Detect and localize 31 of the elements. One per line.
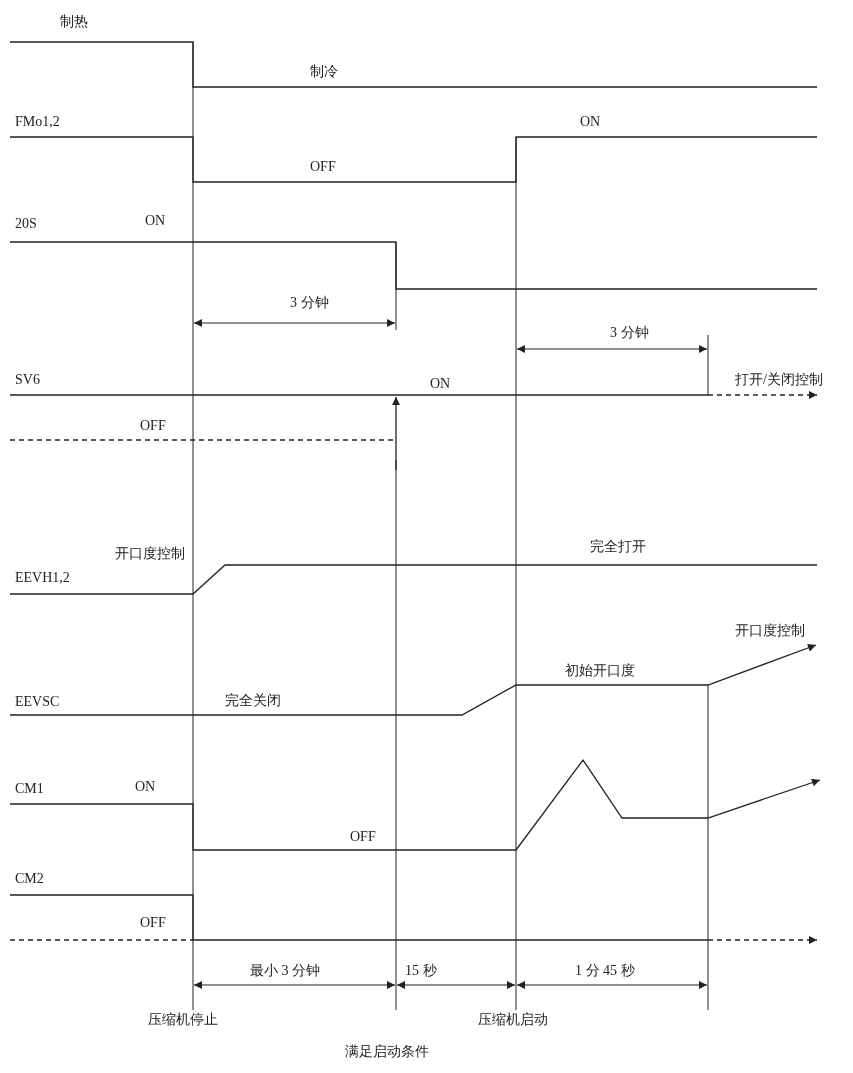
signal-name: EEVH1,2 <box>15 570 70 586</box>
state-label: 完全关闭 <box>225 693 281 709</box>
duration-label: 3 分钟 <box>610 325 649 341</box>
state-label: ON <box>145 213 166 229</box>
signal-name: FMo1,2 <box>15 114 60 130</box>
state-label: 初始开口度 <box>565 663 635 679</box>
control-mode-label: 打开/关闭控制 <box>735 372 823 388</box>
control-mode-label: 开口度控制 <box>735 623 805 639</box>
signal-name: EEVSC <box>15 694 60 710</box>
duration-label: 3 分钟 <box>290 295 329 311</box>
state-label: ON <box>580 114 601 130</box>
signal-name: SV6 <box>15 372 40 388</box>
event-label: 压缩机启动 <box>478 1012 548 1028</box>
signal-name: 20S <box>15 216 37 232</box>
state-label: 完全打开 <box>590 539 646 555</box>
duration-label: 15 秒 <box>405 963 437 979</box>
event-label: 压缩机停止 <box>148 1012 218 1028</box>
duration-label: 最小 3 分钟 <box>250 963 320 979</box>
event-label: 满足启动条件 <box>345 1044 429 1060</box>
signal-state-label: 制冷 <box>310 64 338 80</box>
state-label: OFF <box>140 418 166 434</box>
signal-name: CM2 <box>15 871 44 887</box>
signal-name: CM1 <box>15 781 44 797</box>
duration-label: 1 分 45 秒 <box>575 963 635 979</box>
control-mode-label: 开口度控制 <box>115 546 185 562</box>
state-label: ON <box>135 779 156 795</box>
signal-state-label: 制热 <box>60 14 88 30</box>
state-label: OFF <box>140 915 166 931</box>
state-label: OFF <box>350 829 376 845</box>
state-label: ON <box>430 376 451 392</box>
state-label: OFF <box>310 159 336 175</box>
